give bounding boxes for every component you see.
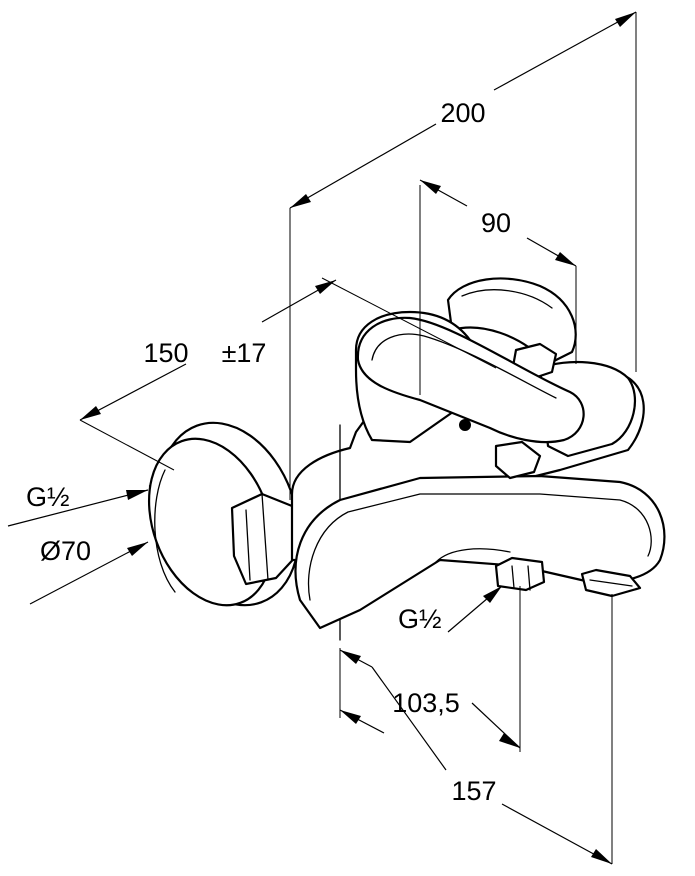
dimension-label-handle-width: 90 [481, 208, 511, 238]
dimension-line-overall-width [289, 11, 637, 209]
leader-inlet-thread [7, 489, 149, 527]
dimension-line-spout-length [371, 666, 613, 865]
dimension-label-centre-tolerance: ±17 [222, 338, 267, 368]
label-inlet-thread: G½ [26, 482, 70, 512]
label-outlet-thread: G½ [398, 604, 442, 634]
spout-outlet-aerator [580, 568, 642, 598]
dimension-label-spout-length: 157 [451, 776, 496, 806]
dimension-line-centre-distance [79, 279, 337, 421]
dimension-label-spout-outlet: 103,5 [392, 688, 460, 718]
left-hex-nut [230, 492, 302, 586]
leader-escutcheon-diameter [29, 541, 149, 605]
bottom-outlet-nut [494, 556, 546, 592]
rear-escutcheon [446, 277, 577, 366]
leader-outlet-thread [447, 585, 503, 633]
dimension-label-overall-width: 200 [440, 98, 485, 128]
dimension-line-handle-width [419, 179, 577, 267]
label-escutcheon-diameter: Ø70 [40, 536, 91, 566]
extension-lines [79, 12, 637, 864]
mixer-lever-handle [356, 316, 585, 444]
dimension-label-centre-distance: 150 [143, 338, 188, 368]
lever-stem [494, 440, 542, 480]
dimension-line-spout-outlet [339, 649, 521, 749]
